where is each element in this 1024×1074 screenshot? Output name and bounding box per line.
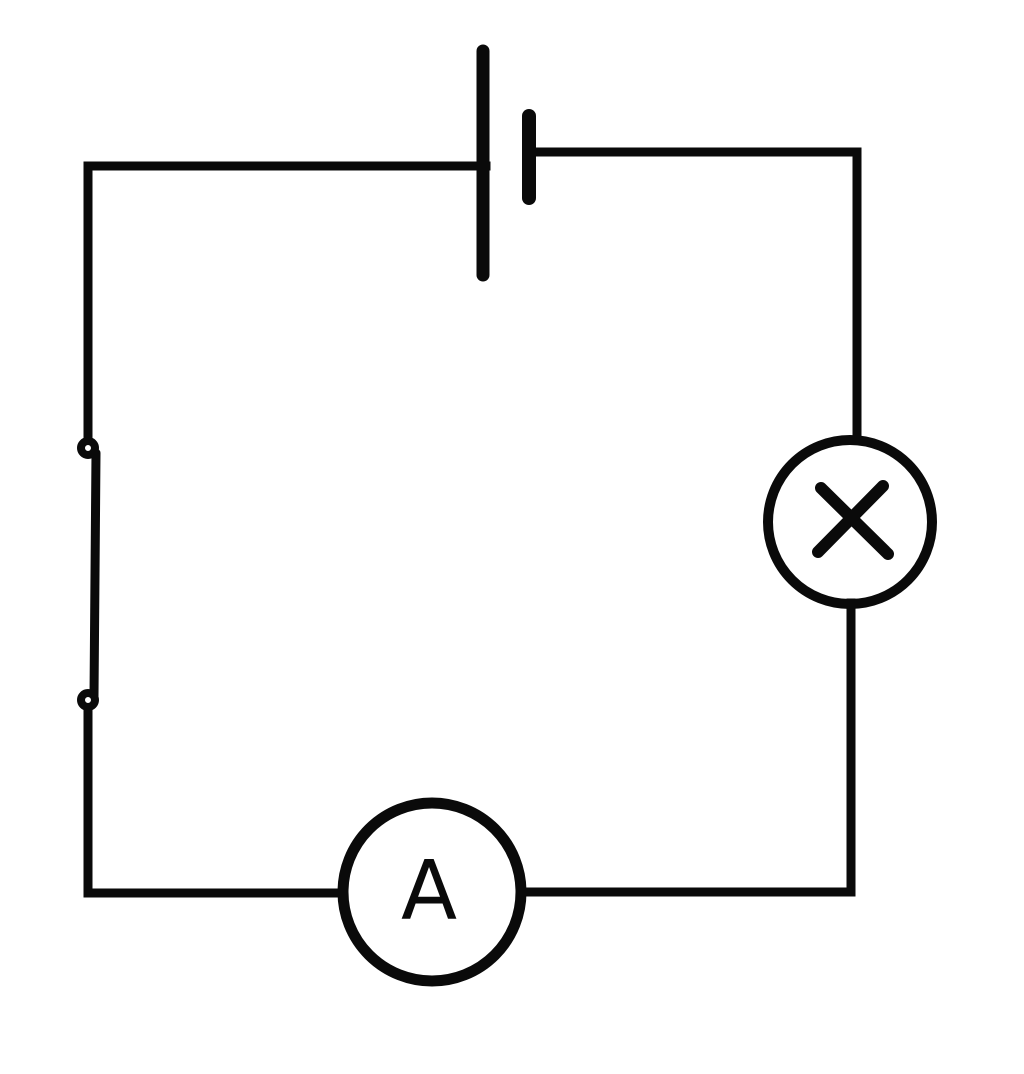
ammeter-label: A: [401, 844, 457, 939]
wire-top-left: [83, 161, 491, 446]
switch-blade: [89, 448, 101, 701]
wire-bottom-left: [83, 701, 348, 898]
switch-symbol: [77, 437, 101, 711]
switch-terminal-top: [77, 437, 99, 459]
switch-terminal-bottom: [77, 689, 99, 711]
battery-cell-symbol: [476, 44, 536, 282]
ammeter-symbol: A: [337, 797, 527, 987]
wire-bottom-right: [517, 598, 856, 897]
lamp-symbol: [763, 435, 937, 609]
wire-top-right: [524, 147, 862, 448]
lamp-cross-icon: [812, 480, 894, 560]
